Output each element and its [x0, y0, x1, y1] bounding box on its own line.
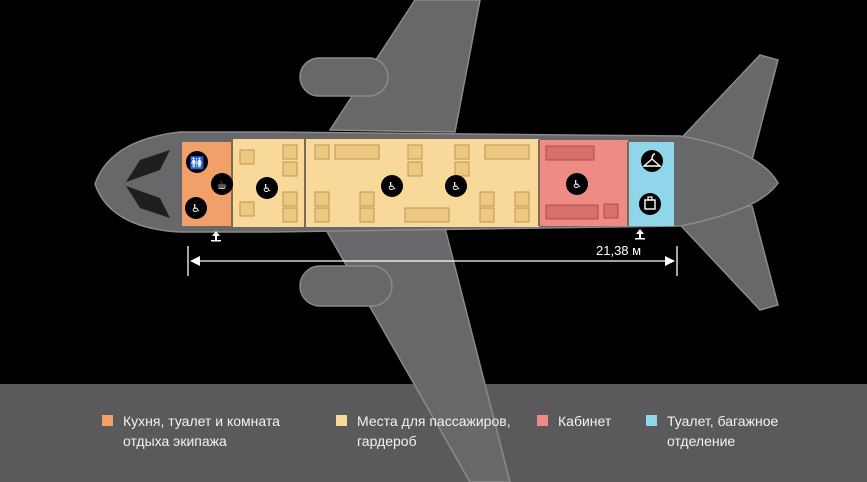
seat	[314, 191, 330, 207]
legend-swatch	[537, 415, 548, 426]
seat	[454, 161, 470, 177]
dimension-line	[187, 246, 678, 276]
recline-seat-icon: ♿	[381, 175, 403, 197]
cabinet-furniture	[545, 145, 619, 220]
cabinet-sofa	[545, 145, 595, 161]
coffee-icon: ☕	[211, 173, 233, 195]
seat	[479, 207, 495, 223]
luggage-icon	[639, 193, 661, 215]
seat	[514, 207, 530, 223]
recline-seat-icon: ♿	[445, 175, 467, 197]
legend-item-service: Туалет, багажное отделение	[646, 411, 807, 451]
recline-seat-icon: ♿	[256, 177, 278, 199]
svg-text:♿: ♿	[191, 202, 201, 215]
legend-label: Кабинет	[558, 413, 612, 429]
hanger-icon	[641, 150, 663, 172]
exit-arrow-icon	[635, 229, 645, 240]
legend-swatch	[102, 415, 113, 426]
recline-seat-icon: ♿	[566, 173, 588, 195]
cabinet-seat	[603, 203, 619, 219]
seat	[314, 144, 330, 160]
legend-item-cabinet: Кабинет	[537, 411, 611, 431]
svg-text:☕: ☕	[217, 178, 228, 192]
svg-text:♿: ♿	[451, 180, 461, 193]
legend-label: Кухня, туалет и комната отдыха экипажа	[123, 413, 280, 449]
legend-item-passenger: Места для пассажиров, гардероб	[336, 411, 527, 451]
seat	[239, 201, 255, 217]
wc-icon: 🚻	[186, 151, 208, 173]
lower-engine	[299, 265, 393, 307]
seat	[282, 161, 298, 177]
upper-wing	[328, 0, 481, 133]
seat	[282, 207, 298, 223]
sofa	[404, 207, 450, 223]
cockpit-windows	[126, 150, 170, 218]
seat	[479, 191, 495, 207]
cabinet-sofa	[545, 204, 599, 220]
svg-text:♿: ♿	[572, 178, 582, 191]
seat	[407, 144, 423, 160]
seat	[314, 207, 330, 223]
seat	[282, 191, 298, 207]
legend-swatch	[336, 415, 347, 426]
svg-text:♿: ♿	[262, 182, 272, 195]
svg-text:♿: ♿	[387, 180, 397, 193]
upper-engine	[299, 57, 389, 97]
seat	[407, 161, 423, 177]
sofa	[484, 144, 530, 160]
partitions	[231, 139, 629, 227]
seat	[282, 144, 298, 160]
seat	[239, 149, 255, 165]
svg-text:🚻: 🚻	[190, 156, 205, 170]
dimension-label: 21,38 м	[596, 243, 642, 258]
seat	[359, 191, 375, 207]
seats	[239, 144, 530, 223]
seat	[514, 191, 530, 207]
exit-arrow-icon	[211, 231, 221, 242]
seat	[359, 207, 375, 223]
sofa	[334, 144, 380, 160]
seat	[454, 144, 470, 160]
legend-item-crew: Кухня, туалет и комната отдыха экипажа	[102, 411, 323, 451]
recline-seat-icon: ♿	[185, 197, 207, 219]
legend-label: Места для пассажиров, гардероб	[357, 413, 511, 449]
legend-swatch	[646, 415, 657, 426]
legend-label: Туалет, багажное отделение	[667, 413, 779, 449]
